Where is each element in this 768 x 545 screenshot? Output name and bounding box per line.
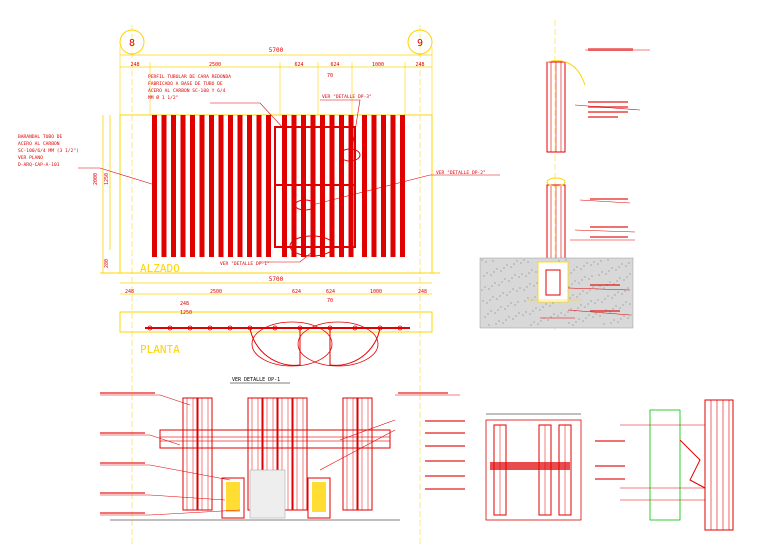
baluster-bar bbox=[190, 115, 195, 257]
dim-planta-3: 624 bbox=[292, 289, 301, 295]
note-ver-dp3: VER "DETALLE DP-3" bbox=[322, 94, 372, 100]
detail-dp3 bbox=[595, 399, 734, 531]
planta-ver-dp1: VER DETALLE DP-1 bbox=[232, 377, 280, 383]
dim-top-3: 624 bbox=[294, 62, 303, 68]
pipe-section bbox=[182, 397, 198, 511]
post-marker bbox=[207, 325, 213, 331]
baluster-bar bbox=[256, 115, 262, 257]
axis-label-left: 8 bbox=[129, 38, 135, 49]
dim-height-sub: 280 bbox=[104, 259, 110, 268]
dim-planta-4: 624 bbox=[326, 289, 335, 295]
note-tubular-2: FABRICADO A BASE DE TUBO DE bbox=[148, 81, 223, 87]
note-tubular-4: MM Ø 1 1/2" bbox=[148, 94, 178, 101]
gate-swing-right bbox=[329, 327, 381, 366]
note-left-4: VER PLANO bbox=[18, 155, 43, 161]
alzado-title: ALZADO bbox=[140, 262, 180, 275]
dim-top-1: 248 bbox=[130, 62, 139, 68]
pipe-section bbox=[342, 397, 358, 511]
note-left-3: SC-100/6/4 MM (3 1/2") bbox=[18, 148, 79, 154]
dim-planta-2: 2500 bbox=[210, 289, 222, 295]
baluster-bar bbox=[209, 115, 214, 257]
note-left-1: BARANDAL TUBO DE bbox=[18, 134, 62, 140]
dim-height-inner: 1250 bbox=[104, 173, 110, 185]
post-marker bbox=[227, 325, 233, 331]
dim-planta-6: 248 bbox=[418, 289, 427, 295]
dim-planta-sub: 70 bbox=[327, 298, 333, 304]
post-marker bbox=[397, 325, 403, 331]
dim-total-planta: 5700 bbox=[269, 276, 284, 283]
detail-dp2-marker bbox=[294, 199, 316, 211]
baluster-bar bbox=[199, 115, 205, 257]
gate-swing-left bbox=[249, 327, 301, 366]
post-marker bbox=[187, 325, 193, 331]
section-detail bbox=[479, 20, 650, 330]
planta-title: PLANTA bbox=[140, 343, 180, 356]
dim-planta-1: 248 bbox=[125, 289, 134, 295]
note-left-2: ACERO AL CARBON bbox=[18, 141, 60, 147]
gate-frame bbox=[274, 126, 356, 248]
note-ver-dp2: VER "DETALLE DP-2" bbox=[436, 170, 486, 176]
dim-planta-5: 1000 bbox=[370, 289, 382, 295]
dim-total-top: 5700 bbox=[269, 47, 284, 54]
note-tubular-1: PERFIL TUBULAR DE CARA REDONDA bbox=[148, 74, 231, 80]
detail-dp3-marker bbox=[339, 148, 361, 162]
baluster-bar bbox=[218, 115, 224, 257]
dim-planta-inner2: 1250 bbox=[180, 310, 192, 316]
dim-top-5: 1000 bbox=[372, 62, 384, 68]
dim-top-sub: 70 bbox=[327, 73, 333, 79]
pipe-section bbox=[292, 397, 308, 511]
axis-label-right: 9 bbox=[417, 38, 423, 49]
baluster-bar bbox=[152, 115, 157, 257]
dim-planta-inner: 248 bbox=[180, 301, 189, 307]
axis-bubble-left bbox=[119, 29, 145, 55]
axis-bubble-right bbox=[407, 29, 433, 55]
baluster-bar bbox=[171, 115, 176, 257]
alzado-view: 8 9 5700 248 2500 624 624 1000 248 70 20… bbox=[18, 25, 500, 545]
baluster-bar bbox=[161, 115, 167, 257]
detail-dp2 bbox=[425, 413, 582, 521]
note-tubular-3: ACERO AL CARBON SC-100 Y 6/4 bbox=[148, 88, 226, 94]
baluster-bar bbox=[362, 115, 367, 257]
note-ver-dp1: VER "DETALLE DP-1" bbox=[220, 261, 270, 267]
baluster-bar bbox=[381, 115, 386, 257]
baluster-bar bbox=[180, 115, 186, 257]
planta-frame bbox=[119, 311, 433, 333]
note-left-5: D-ARQ-CAP-A-101 bbox=[18, 162, 60, 168]
dim-top-6: 248 bbox=[415, 62, 424, 68]
dim-height-main: 2000 bbox=[93, 173, 99, 185]
baluster-bar bbox=[400, 115, 405, 257]
pipe-section bbox=[197, 397, 213, 511]
post-marker bbox=[147, 325, 153, 331]
dim-top-4: 624 bbox=[330, 62, 339, 68]
baluster-bar bbox=[266, 115, 271, 257]
baluster-bar bbox=[390, 115, 396, 257]
baluster-bar bbox=[247, 115, 252, 257]
pipe-section bbox=[357, 397, 373, 511]
baluster-bar bbox=[228, 115, 233, 257]
baluster-bar bbox=[371, 115, 377, 257]
detail-dp1-marker bbox=[289, 235, 335, 257]
planta-view: 5700 248 2500 624 624 1000 248 70 248 12… bbox=[119, 276, 433, 384]
post-marker bbox=[167, 325, 173, 331]
dim-top-2: 2500 bbox=[209, 62, 221, 68]
detail-dp1 bbox=[100, 392, 460, 521]
baluster-bar bbox=[237, 115, 243, 257]
